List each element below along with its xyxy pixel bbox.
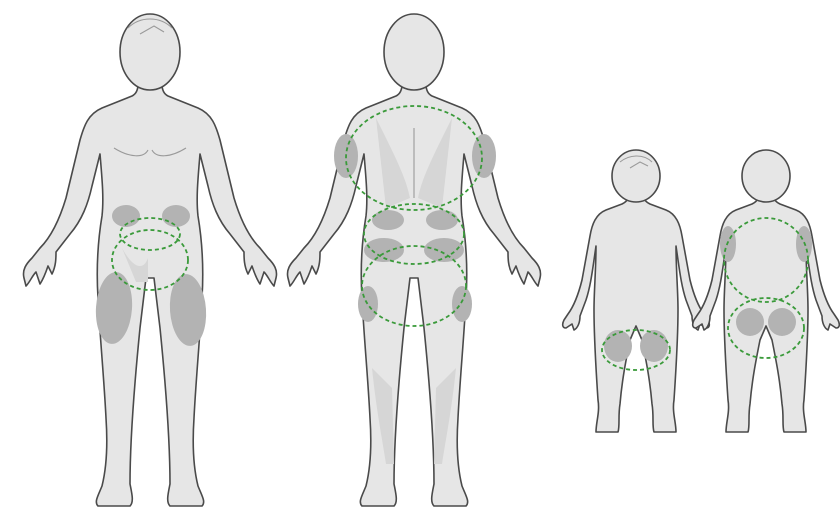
injection-site-upper-arm-right [472, 134, 496, 178]
injection-site-flank-right [426, 210, 458, 230]
adult-front-figure [23, 14, 276, 506]
injection-site-buttock-right [768, 308, 796, 336]
child-back-figure [693, 150, 840, 432]
calf-shading [372, 368, 456, 464]
injection-site-buttock-right [424, 238, 464, 262]
injection-site-flank-left [372, 210, 404, 230]
child-front-figure [563, 150, 710, 432]
injection-site-buttock-left [736, 308, 764, 336]
injection-site-thigh-back-left [358, 286, 378, 322]
adult-back-figure [287, 14, 540, 506]
injection-site-thigh-left [604, 330, 632, 362]
injection-site-thigh-right [640, 330, 668, 362]
injection-site-thigh-back-right [452, 286, 472, 322]
injection-site-abdomen-right [162, 205, 190, 227]
